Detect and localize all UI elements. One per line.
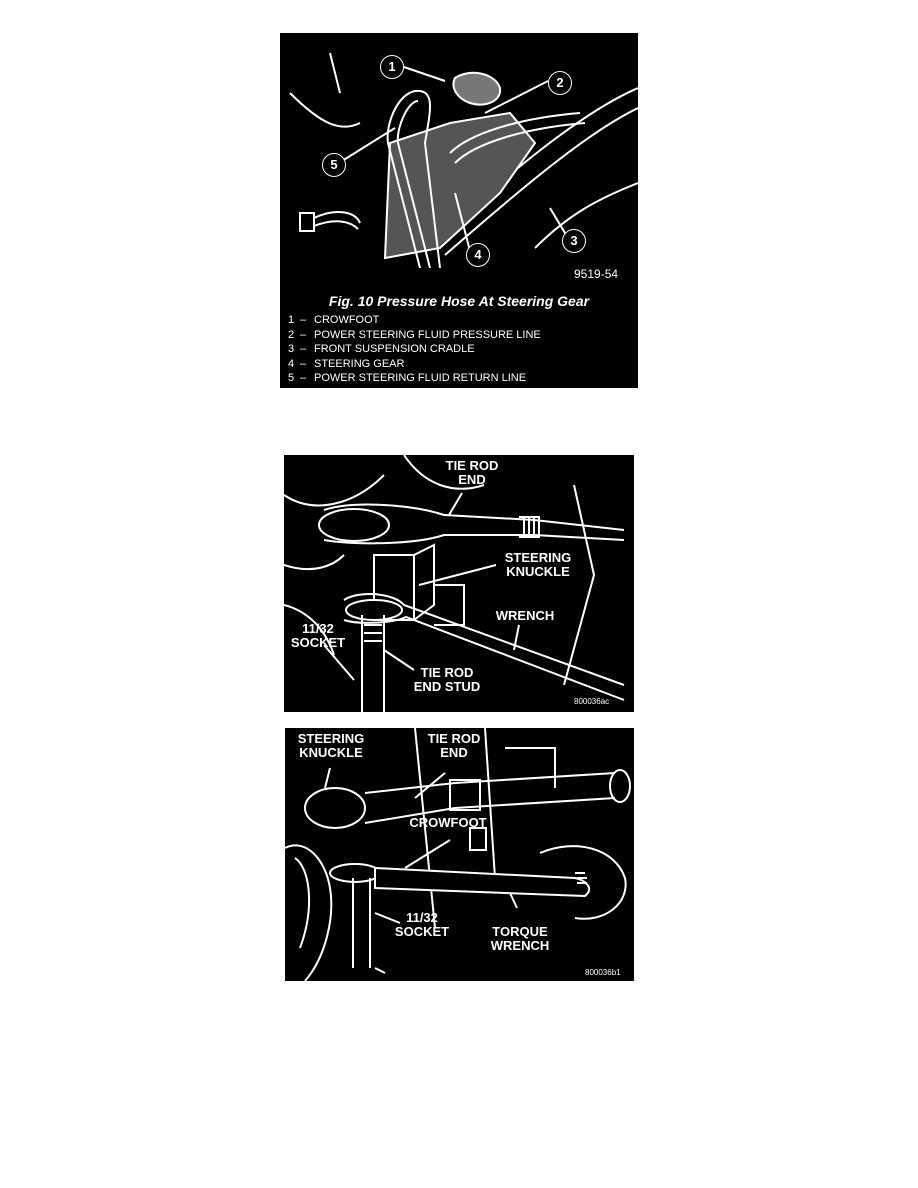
- callout-5: 5: [322, 153, 346, 177]
- label-steering-knuckle: STEERING KNUCKLE: [504, 550, 572, 579]
- label-tie-rod-end: TIE ROD END: [427, 731, 481, 760]
- callout-4: 4: [466, 243, 490, 267]
- tie-rod-wrench-illustration: [284, 455, 625, 712]
- label-tie-rod-end-stud: TIE ROD END STUD: [413, 665, 481, 694]
- callout-3: 3: [562, 229, 586, 253]
- label-socket: 11/32 SOCKET: [394, 910, 450, 939]
- label-tie-rod-end: TIE ROD END: [445, 458, 499, 487]
- pressure-hose-illustration: [289, 52, 638, 269]
- callout-2: 2: [548, 71, 572, 95]
- torque-wrench-illustration: [285, 728, 631, 981]
- label-socket: 11/32 SOCKET: [290, 621, 346, 650]
- legend-item: 4–STEERING GEAR: [288, 357, 405, 370]
- figure-tie-rod-wrench: TIE ROD END STEERING KNUCKLE WRENCH 11/3…: [284, 455, 634, 712]
- label-wrench: WRENCH: [495, 608, 555, 623]
- figure-legend: 1–CROWFOOT 2–POWER STEERING FLUID PRESSU…: [288, 313, 541, 386]
- image-code: 9519-54: [574, 267, 619, 281]
- legend-item: 5–POWER STEERING FLUID RETURN LINE: [288, 372, 527, 385]
- figure-torque-wrench: STEERING KNUCKLE TIE ROD END CROWFOOT 11…: [285, 728, 634, 981]
- callout-1: 1: [380, 55, 404, 79]
- figure-pressure-hose: 1 2 3 4 5 9519-54 Fig. 10 Pressure Hose …: [280, 33, 638, 388]
- image-code: 800036ac: [574, 697, 610, 706]
- figure-title: Fig. 10 Pressure Hose At Steering Gear: [328, 293, 590, 309]
- legend-item: 3–FRONT SUSPENSION CRADLE: [288, 343, 475, 356]
- label-torque-wrench: TORQUE WRENCH: [490, 924, 550, 953]
- label-steering-knuckle: STEERING KNUCKLE: [297, 731, 365, 760]
- label-crowfoot: CROWFOOT: [409, 815, 487, 830]
- legend-item: 1–CROWFOOT: [288, 314, 380, 326]
- legend-item: 2–POWER STEERING FLUID PRESSURE LINE: [288, 328, 541, 341]
- image-code: 800036b1: [585, 968, 621, 977]
